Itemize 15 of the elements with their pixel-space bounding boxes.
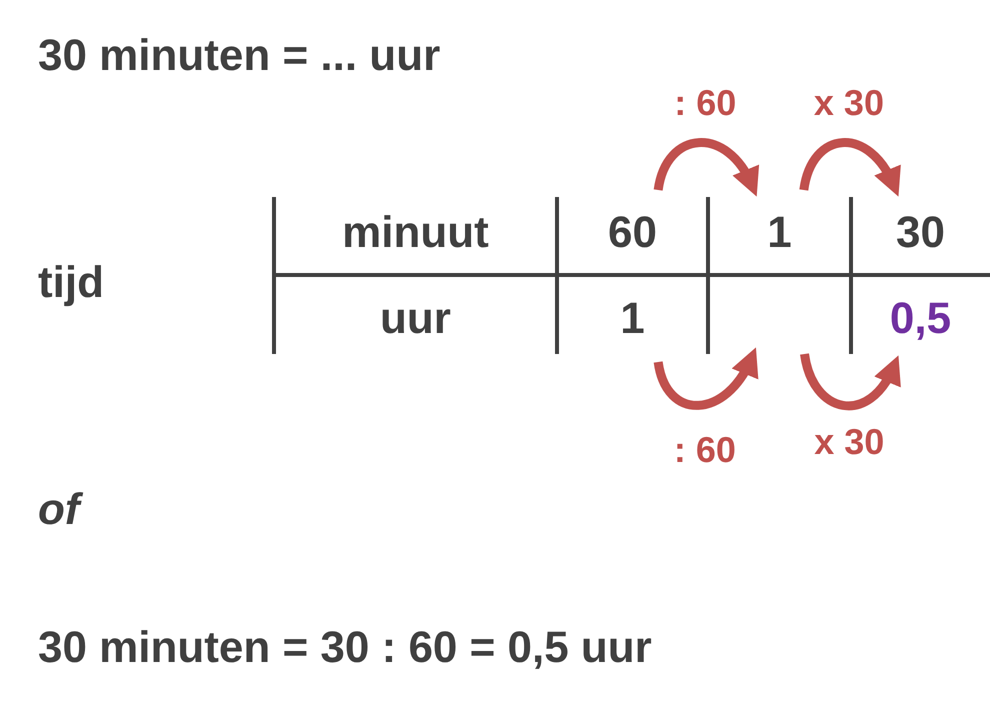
text-label: 30 minuten = 30 : 60 = 0,5 uur <box>38 622 652 674</box>
cell-text: 30 <box>896 206 945 258</box>
cell-text: minuut <box>342 206 489 258</box>
empty-cell <box>706 273 853 354</box>
cell-text: 0,5 <box>890 292 952 344</box>
curved-arrow <box>654 348 757 410</box>
text-label: tijd <box>38 257 104 309</box>
curved-arrow <box>654 138 758 196</box>
title: 30 minuten = ... uur <box>38 30 440 82</box>
curved-arrow <box>799 138 900 196</box>
cell-text: 1 <box>767 206 792 258</box>
cell-text: uur <box>380 292 451 344</box>
curved-arrow <box>800 353 900 410</box>
cell-text: 1 <box>620 292 645 344</box>
cell-text: 60 <box>608 206 657 258</box>
